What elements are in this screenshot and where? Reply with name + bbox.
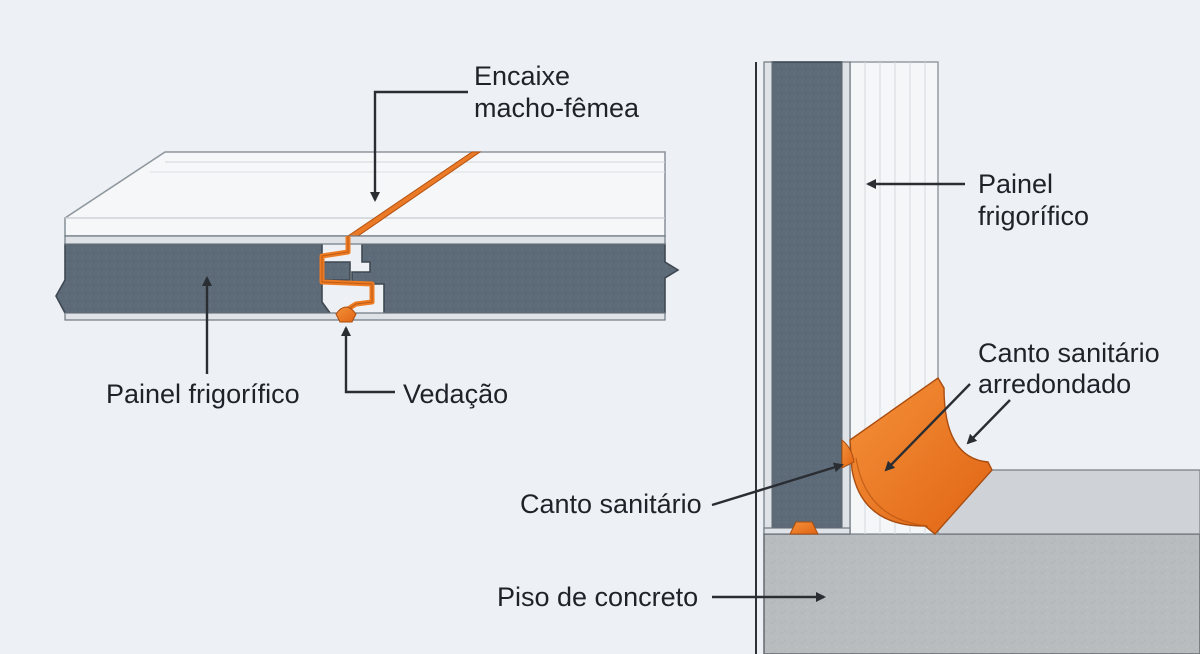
label-painel-left: Painel frigorífico	[106, 379, 300, 409]
label-encaixe-line1: Encaixe	[474, 61, 570, 91]
left-panel-core	[55, 243, 351, 314]
panel-top-skin	[64, 151, 666, 237]
rounded-sanitary-cove-edge	[855, 457, 929, 527]
right-wall-assembly	[755, 61, 1200, 654]
label-canto-sanitario: Canto sanitário	[520, 489, 702, 519]
label-canto-arred-line2: arredondado	[978, 369, 1131, 399]
label-painel-right-line2: frigorífico	[978, 201, 1089, 231]
sanitary-fillet	[841, 438, 855, 469]
label-piso: Piso de concreto	[497, 582, 698, 612]
right-panel-core	[351, 243, 680, 314]
leader-vedacao	[341, 326, 395, 394]
top-steel-skin	[64, 235, 666, 245]
label-vedacao: Vedação	[403, 379, 508, 409]
wall-panel-core	[771, 61, 843, 529]
label-painel-right-line1: Painel	[978, 169, 1053, 199]
concrete-floor	[763, 533, 1200, 654]
bottom-steel-skin	[64, 312, 666, 321]
base-seal	[789, 521, 819, 535]
label-canto-arred-line1: Canto sanitário	[978, 338, 1160, 368]
leader-encaixe	[370, 90, 468, 202]
leader-canto-arred-2	[966, 399, 1011, 445]
rounded-sanitary-cove	[849, 376, 993, 535]
leader-canto-arred-1	[884, 383, 971, 472]
label-encaixe-line2: macho-fêmea	[474, 93, 640, 123]
leader-canto-sanitario	[711, 462, 844, 507]
left-panel-assembly	[55, 151, 680, 323]
seal	[335, 306, 357, 323]
wall-skin-outer	[763, 61, 773, 535]
tongue-groove-profile-outline	[321, 236, 373, 315]
